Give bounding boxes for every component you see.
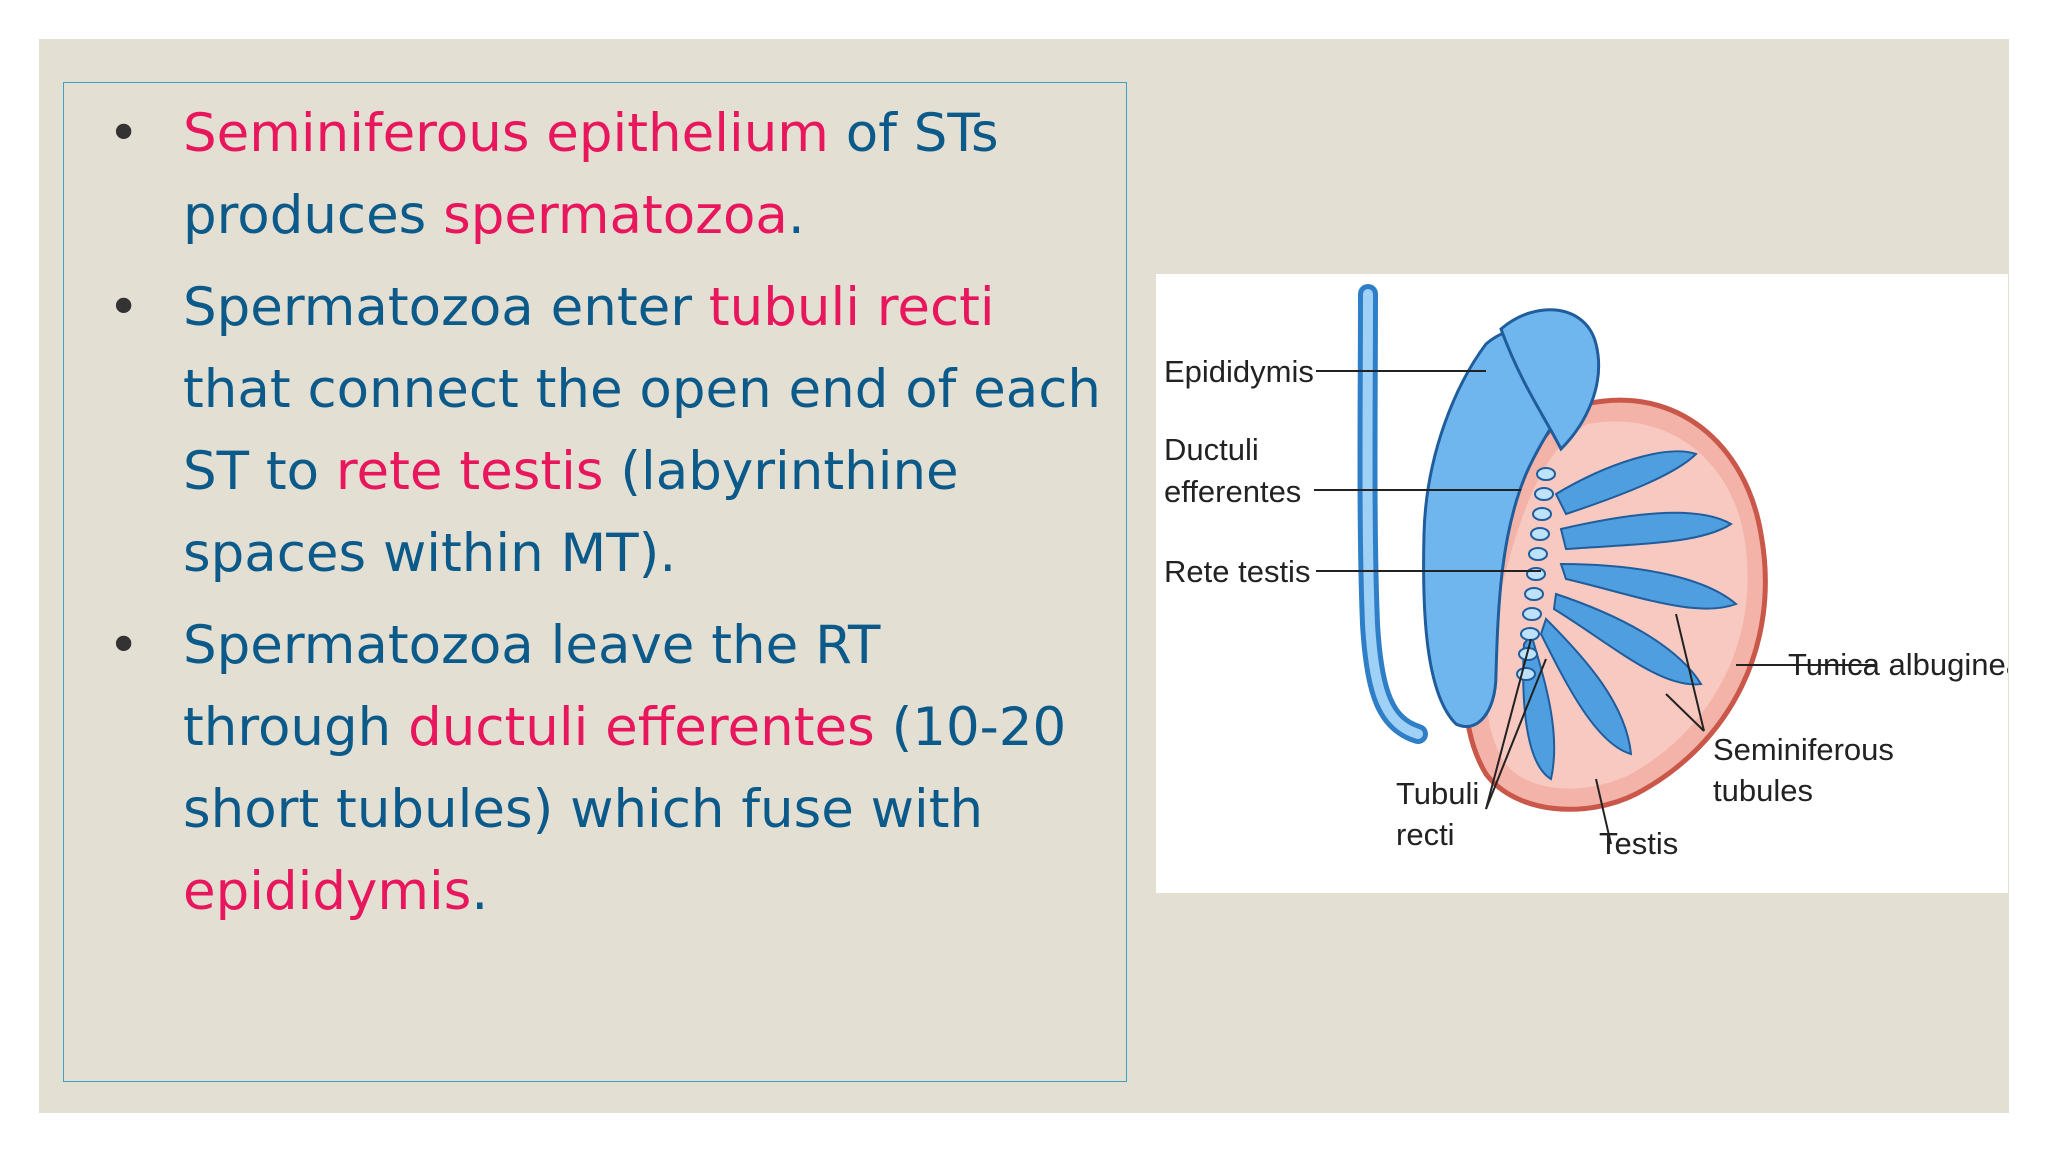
bullet-item: • Spermatozoa leave the RT through ductul… [94, 605, 1104, 933]
label-epididymis: Epididymis [1164, 354, 1314, 389]
label-testis: Testis [1599, 826, 1678, 861]
label-tunica-albuginea: Tunica albuginea [1788, 647, 2008, 682]
bullet-dot-icon: • [108, 103, 140, 164]
bullet-text: (labyrinthine spaces within MT). [183, 441, 959, 584]
highlight-term: epididymis [183, 861, 472, 922]
testis-diagram-svg: Epididymis Ductuli efferentes Rete testi… [1164, 284, 2008, 861]
bullet-text: . [787, 185, 805, 246]
bullet-text: that connect the open end of each ST to [183, 359, 1101, 502]
bullet-text: . [471, 861, 489, 922]
label-ductuli-1: Ductuli [1164, 432, 1259, 467]
text-box: • Seminiferous epithelium of STs produces… [63, 82, 1127, 1082]
label-ductuli-2: efferentes [1164, 474, 1301, 509]
bullet-dot-icon: • [108, 615, 140, 676]
bullet-text: Spermatozoa leave the RT through [183, 615, 881, 758]
epididymis-head [1499, 308, 1601, 452]
label-seminiferous-2: tubules [1713, 773, 1813, 808]
highlight-term: spermatozoa [443, 185, 788, 246]
bullet-item: • Spermatozoa enter tubuli recti that con… [94, 267, 1104, 595]
highlight-term: ductuli efferentes [408, 697, 875, 758]
highlight-term: tubuli recti [708, 277, 995, 338]
leader-lines [1314, 370, 1876, 845]
lobules [1522, 450, 1738, 781]
label-rete-testis: Rete testis [1164, 554, 1310, 589]
bullet-list: • Seminiferous epithelium of STs produces… [94, 93, 1104, 943]
label-seminiferous-1: Seminiferous [1713, 732, 1894, 767]
bullet-dot-icon: • [108, 277, 140, 338]
label-tubuli-2: recti [1396, 817, 1455, 852]
highlight-term: Seminiferous epithelium [183, 103, 829, 164]
bullet-text: (10-20 short tubules) which fuse with [183, 697, 1067, 840]
bullet-item: • Seminiferous epithelium of STs produces… [94, 93, 1104, 257]
bullet-text: of STs produces [183, 103, 999, 246]
bullet-text: Spermatozoa enter [183, 277, 709, 338]
highlight-term: rete testis [335, 441, 604, 502]
testis-diagram: Epididymis Ductuli efferentes Rete testi… [1156, 274, 2008, 893]
label-tubuli-1: Tubuli [1396, 776, 1479, 811]
vas-deferens-inner [1362, 289, 1423, 739]
